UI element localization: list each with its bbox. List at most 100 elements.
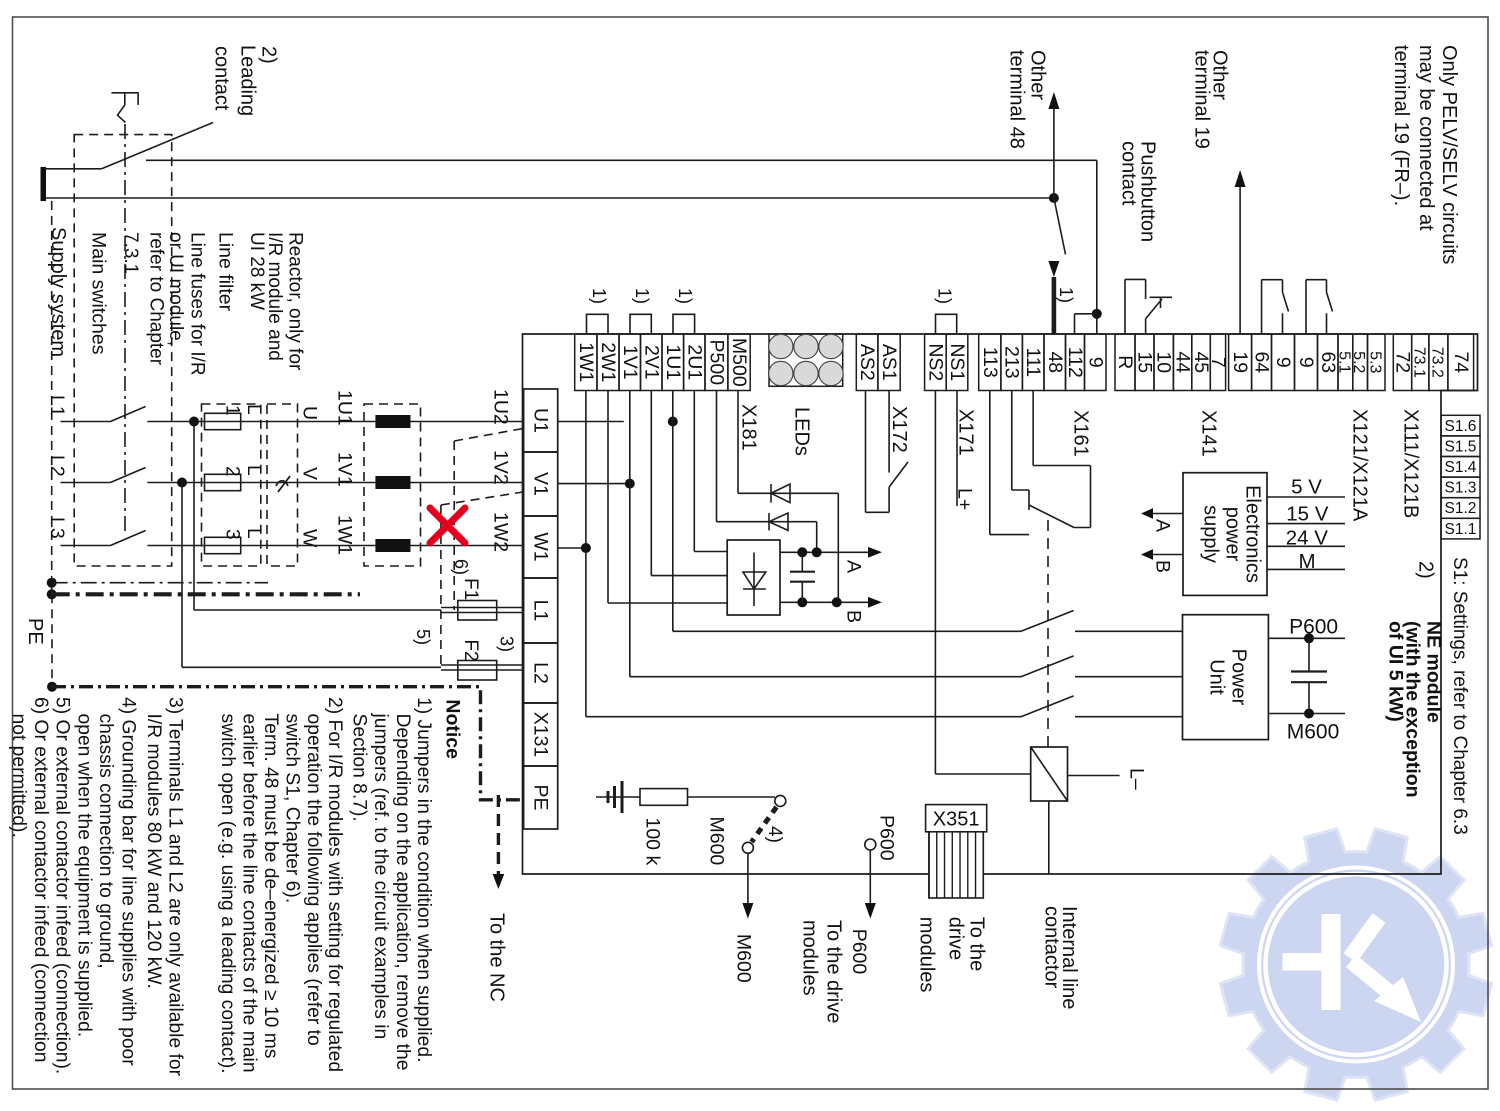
- svg-text:P600: P600: [1289, 616, 1338, 639]
- svg-text:Notice: Notice: [442, 699, 464, 759]
- svg-text:S1.3: S1.3: [1445, 480, 1477, 497]
- svg-text:1: 1: [222, 405, 243, 416]
- svg-text:1V1: 1V1: [619, 345, 641, 380]
- svg-text:or UI module,: or UI module,: [165, 232, 186, 346]
- svg-text:Internal line: Internal line: [1058, 906, 1080, 1009]
- svg-text:6): 6): [451, 559, 471, 575]
- svg-text:15: 15: [1134, 351, 1156, 373]
- svg-text:NS1: NS1: [946, 343, 968, 381]
- svg-text:5) Or external contactor infee: 5) Or external contactor infeed (connect…: [52, 697, 73, 1074]
- svg-text:73.2: 73.2: [1428, 347, 1445, 378]
- svg-text:9: 9: [1084, 357, 1106, 368]
- svg-text:1W1: 1W1: [334, 515, 356, 555]
- svg-text:X171: X171: [955, 409, 977, 456]
- svg-text:3) Terminals L1 and L2 are onl: 3) Terminals L1 and L2 are only availabl…: [165, 697, 186, 1077]
- svg-text:X121/X121A: X121/X121A: [1348, 409, 1370, 522]
- svg-text:1): 1): [589, 288, 609, 304]
- svg-text:63: 63: [1317, 351, 1339, 373]
- svg-text:M: M: [1298, 550, 1315, 573]
- svg-text:To the NC: To the NC: [486, 913, 508, 1002]
- svg-text:1V2: 1V2: [490, 450, 512, 485]
- svg-text:B: B: [843, 610, 865, 623]
- svg-text:terminal 48: terminal 48: [1006, 50, 1028, 149]
- svg-text:modules: modules: [799, 920, 821, 996]
- svg-text:1): 1): [632, 288, 652, 304]
- svg-text:2U1: 2U1: [683, 344, 705, 380]
- svg-text:M600: M600: [705, 817, 727, 866]
- svg-text:X111/X121B: X111/X121B: [1400, 409, 1422, 518]
- svg-text:1): 1): [1056, 287, 1076, 303]
- svg-text:74: 74: [1450, 351, 1472, 373]
- svg-text:9: 9: [1272, 357, 1294, 368]
- svg-text:S1.5: S1.5: [1445, 438, 1477, 455]
- svg-text:15 V: 15 V: [1286, 503, 1328, 526]
- svg-text:V: V: [299, 467, 321, 480]
- svg-text:W1: W1: [530, 532, 552, 561]
- svg-text:Pushbutton: Pushbutton: [1137, 141, 1159, 242]
- svg-text:Power: Power: [1228, 649, 1250, 706]
- svg-text:operation the following applie: operation the following applies (refer t…: [303, 714, 324, 1046]
- svg-text:power: power: [1221, 507, 1243, 562]
- svg-text:R: R: [1114, 355, 1136, 369]
- svg-text:(with the exception: (with the exception: [1402, 621, 1424, 798]
- svg-text:NS2: NS2: [924, 343, 946, 381]
- svg-text:1): 1): [935, 288, 955, 304]
- svg-text:modules: modules: [916, 917, 938, 993]
- svg-text:2W1: 2W1: [597, 342, 619, 382]
- svg-text:Depending on the application,: Depending on the application, remove the: [392, 714, 413, 1071]
- svg-text:5.3: 5.3: [1366, 351, 1383, 373]
- svg-text:10: 10: [1153, 351, 1175, 373]
- svg-text:L2: L2: [46, 455, 68, 477]
- svg-text:PE: PE: [530, 784, 552, 810]
- svg-text:LEDs: LEDs: [791, 407, 813, 456]
- svg-text:contactor: contactor: [1041, 906, 1063, 989]
- svg-text:P600: P600: [876, 815, 898, 861]
- svg-text:4) Grounding bar for line supp: 4) Grounding bar for line supplies with …: [117, 697, 138, 1066]
- svg-text:2: 2: [222, 466, 243, 477]
- svg-text:To the drive: To the drive: [823, 920, 845, 1023]
- svg-text:L1: L1: [530, 600, 552, 622]
- svg-text:L+: L+: [954, 488, 976, 510]
- svg-text:9: 9: [1295, 357, 1317, 368]
- svg-text:AS1: AS1: [878, 344, 900, 381]
- svg-text:Electronics: Electronics: [1242, 485, 1264, 583]
- svg-text:V1: V1: [530, 472, 552, 496]
- svg-text:1): 1): [675, 288, 695, 304]
- svg-text:switch open (e.g. using a lead: switch open (e.g. using a leading contac…: [217, 714, 238, 1074]
- svg-text:F1: F1: [460, 578, 481, 600]
- svg-text:Line fuses for I/R: Line fuses for I/R: [187, 232, 208, 376]
- svg-text:2V1: 2V1: [640, 345, 662, 380]
- svg-text:contact: contact: [211, 46, 233, 111]
- svg-text:contact: contact: [1118, 141, 1140, 206]
- svg-text:B: B: [1152, 560, 1174, 573]
- svg-text:M500: M500: [728, 338, 750, 387]
- svg-text:terminal 19: terminal 19: [1191, 50, 1213, 149]
- svg-text:5 V: 5 V: [1291, 476, 1322, 499]
- svg-text:Unit: Unit: [1206, 659, 1228, 695]
- svg-text:UI 28 kW: UI 28 kW: [246, 232, 267, 310]
- svg-text:6) Or external contactor infee: 6) Or external contactor infeed (connect…: [30, 697, 51, 1062]
- svg-text:5): 5): [413, 629, 433, 645]
- svg-text:jumpers (ref. to the circuit e: jumpers (ref. to the circuit examples in: [370, 713, 391, 1040]
- svg-text:To the: To the: [966, 917, 988, 971]
- svg-text:A: A: [843, 560, 865, 573]
- svg-text:1U1: 1U1: [662, 344, 684, 380]
- svg-text:not permitted).: not permitted).: [8, 714, 29, 838]
- svg-text:3: 3: [222, 529, 243, 540]
- svg-text:of UI 5 kW): of UI 5 kW): [1385, 621, 1407, 722]
- svg-text:48: 48: [1044, 351, 1066, 373]
- svg-text:4): 4): [764, 826, 785, 843]
- svg-text:73.1: 73.1: [1410, 347, 1427, 378]
- svg-text:5.2: 5.2: [1350, 351, 1367, 373]
- svg-text:7.3.1: 7.3.1: [120, 232, 141, 274]
- svg-text:Main switches: Main switches: [88, 232, 110, 355]
- svg-text:terminal 19 (FR–).: terminal 19 (FR–).: [1390, 45, 1412, 206]
- svg-text:2): 2): [258, 46, 280, 64]
- svg-text:100 k: 100 k: [642, 818, 664, 866]
- svg-text:F2: F2: [460, 639, 481, 661]
- svg-text:U1: U1: [530, 408, 552, 433]
- svg-text:P600: P600: [848, 929, 870, 975]
- svg-text:X351: X351: [933, 809, 980, 831]
- svg-text:Other: Other: [1027, 50, 1049, 100]
- svg-text:2): 2): [1415, 561, 1437, 579]
